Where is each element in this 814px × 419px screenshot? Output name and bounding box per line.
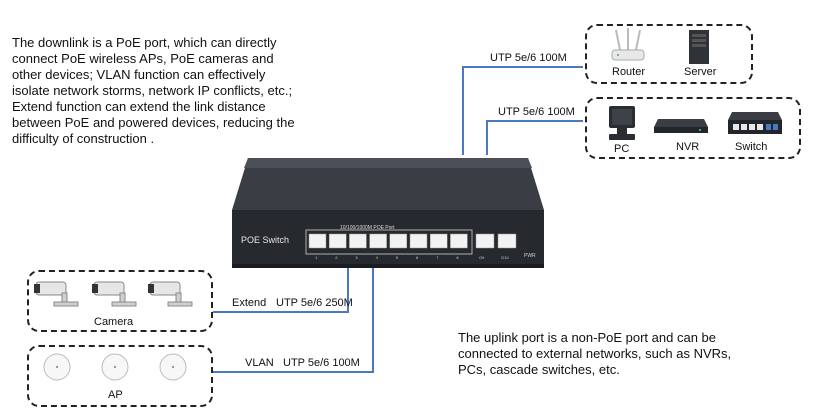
poe-port-6[interactable]: [409, 233, 428, 249]
switch-port-header: 10/100/1000M POE Port: [340, 225, 395, 231]
poe-port-number: 7: [436, 255, 439, 260]
top-uplink-label: UTP 5e/6 100M: [490, 52, 567, 64]
vlan-mode-label: VLAN: [245, 357, 274, 369]
ap-icon: [100, 352, 130, 382]
downlink-description: The downlink is a PoE port, which can di…: [12, 35, 295, 146]
switch-group-label: Switch: [735, 141, 768, 153]
camera-icon: [148, 278, 196, 310]
switch-power-label: PWR: [524, 253, 536, 259]
uplink-description: The uplink port is a non-PoE port and ca…: [458, 330, 732, 377]
wire-second-uplink: [486, 120, 583, 155]
poe-port-number: 4: [376, 255, 379, 260]
poe-port-3[interactable]: [349, 233, 367, 249]
vlan-cable-label: UTP 5e/6 100M: [283, 357, 360, 369]
camera-label: Camera: [94, 316, 134, 328]
poe-port-4[interactable]: [369, 233, 387, 249]
poe-port-2[interactable]: [328, 233, 347, 249]
wire-vlan: [213, 262, 374, 373]
poe-port-5[interactable]: [389, 233, 408, 249]
poe-port-7[interactable]: [429, 233, 448, 249]
nvr-icon: [654, 119, 708, 133]
camera-icon: [92, 278, 140, 310]
poe-port-number: 5: [396, 255, 399, 260]
uplink-port-g10[interactable]: [497, 233, 517, 249]
extend-cable-label: UTP 5e/6 250M: [276, 297, 353, 309]
pc-label: PC: [614, 143, 630, 155]
uplink-port-g9[interactable]: [475, 233, 495, 249]
pc-nvr-switch-group: [585, 97, 801, 159]
switch-name: POE Switch: [241, 235, 290, 245]
camera-icon: [34, 278, 82, 310]
poe-port-number: 8: [456, 255, 459, 260]
uplink-port-label: G9: [479, 255, 485, 260]
uplink-port-label: G10: [501, 255, 509, 260]
small-switch-icon: [728, 112, 782, 134]
poe-port-number: 6: [416, 255, 419, 260]
router-server-group: [585, 24, 753, 84]
poe-port-8[interactable]: [450, 233, 468, 249]
ap-icon: [42, 352, 72, 382]
camera-group: [27, 270, 213, 332]
server-icon: [689, 30, 709, 64]
poe-switch: 1 2 3 4 5 6 7 8 G9 G10: [232, 158, 544, 268]
poe-port-number: 3: [355, 255, 358, 260]
extend-mode-label: Extend: [232, 297, 267, 309]
second-uplink-label: UTP 5e/6 100M: [498, 106, 575, 118]
poe-port-1[interactable]: [308, 233, 327, 249]
ap-group: [27, 345, 213, 407]
poe-port-number: 1: [315, 255, 318, 260]
router-label: Router: [612, 66, 646, 78]
server-label: Server: [684, 66, 717, 78]
router-icon: [611, 28, 645, 61]
nvr-label: NVR: [676, 141, 700, 153]
ap-label: AP: [108, 389, 123, 401]
wire-top-uplink: [462, 66, 583, 155]
wire-extend: [213, 262, 349, 313]
ap-icon: [158, 352, 188, 382]
pc-icon: [609, 106, 635, 140]
poe-port-number: 2: [335, 255, 338, 260]
